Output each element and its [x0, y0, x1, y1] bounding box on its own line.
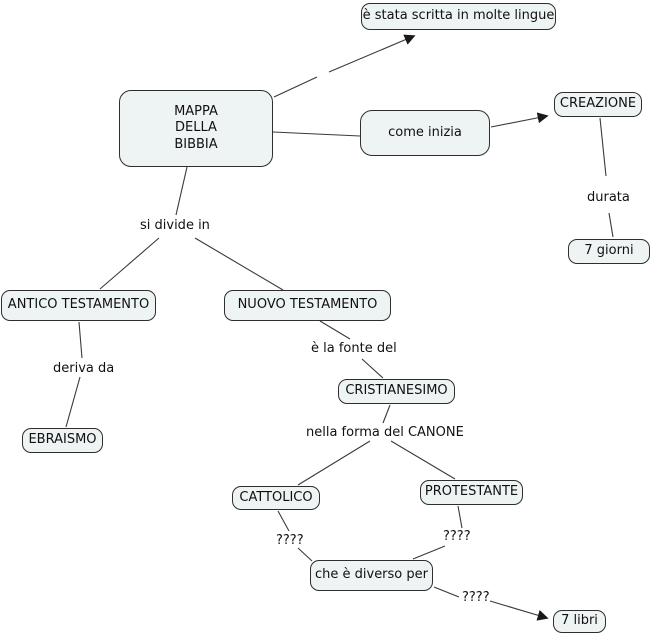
edge-mappa-scritta-seg1	[273, 76, 318, 98]
edge-creazione-durata	[599, 117, 607, 177]
edge-cristianesimo-canone	[382, 404, 391, 424]
edge-canone-protestante	[390, 440, 456, 480]
link-label-si-divide-in[interactable]: si divide in	[140, 218, 210, 233]
edge-comeinizia-creazione	[490, 112, 549, 128]
edge-mappa-scritta-seg2	[328, 34, 416, 73]
node-7-giorni[interactable]: 7 giorni	[568, 239, 650, 264]
node-mappa-della-bibbia[interactable]: MAPPA DELLA BIBBIA	[119, 90, 273, 167]
edge-q3-settelibri	[489, 600, 549, 621]
link-label-e-la-fonte-del[interactable]: è la fonte del	[311, 341, 397, 356]
edge-durata-settegiorni	[608, 212, 614, 238]
node-nuovo-testamento[interactable]: NUOVO TESTAMENTO	[224, 290, 391, 321]
edge-mappa-sidivide	[175, 166, 188, 216]
link-label-question-protestante[interactable]: ????	[443, 529, 471, 544]
node-e-stata-scritta-in-molte-lingue[interactable]: è stata scritta in molte lingue	[361, 3, 556, 30]
edge-sidivide-nuovo	[194, 237, 284, 291]
node-cristianesimo[interactable]: CRISTIANESIMO	[338, 379, 455, 404]
link-label-deriva-da[interactable]: deriva da	[53, 361, 115, 376]
edge-q2-diverso	[412, 545, 446, 560]
edge-sidivide-antico	[99, 237, 160, 290]
edge-nuovo-fonte	[319, 320, 351, 340]
edge-antico-derivada	[78, 321, 83, 359]
edge-protestante-q2	[457, 505, 463, 529]
node-ebraismo[interactable]: EBRAISMO	[22, 428, 103, 453]
link-label-durata[interactable]: durata	[587, 190, 630, 205]
edge-canone-cattolico	[297, 440, 371, 486]
edge-cattolico-q1	[277, 510, 290, 532]
node-antico-testamento[interactable]: ANTICO TESTAMENTO	[1, 290, 156, 321]
edge-fonte-cristianesimo	[361, 358, 384, 379]
link-label-question-cattolico[interactable]: ????	[276, 533, 304, 548]
node-cattolico[interactable]: CATTOLICO	[232, 486, 320, 510]
edge-q1-diverso	[297, 547, 313, 562]
edge-diverso-q3	[433, 586, 460, 598]
node-7-libri[interactable]: 7 libri	[553, 610, 606, 633]
node-che-e-diverso-per[interactable]: che è diverso per	[310, 560, 433, 591]
link-label-nella-forma-del-canone[interactable]: nella forma del CANONE	[306, 425, 464, 440]
link-label-question-diverso[interactable]: ????	[462, 590, 490, 605]
node-come-inizia[interactable]: come inizia	[360, 110, 490, 156]
node-protestante[interactable]: PROTESTANTE	[420, 480, 523, 505]
edge-mappa-comeinizia	[272, 131, 361, 137]
edge-derivada-ebraismo	[65, 376, 81, 428]
node-creazione[interactable]: CREAZIONE	[554, 92, 642, 117]
